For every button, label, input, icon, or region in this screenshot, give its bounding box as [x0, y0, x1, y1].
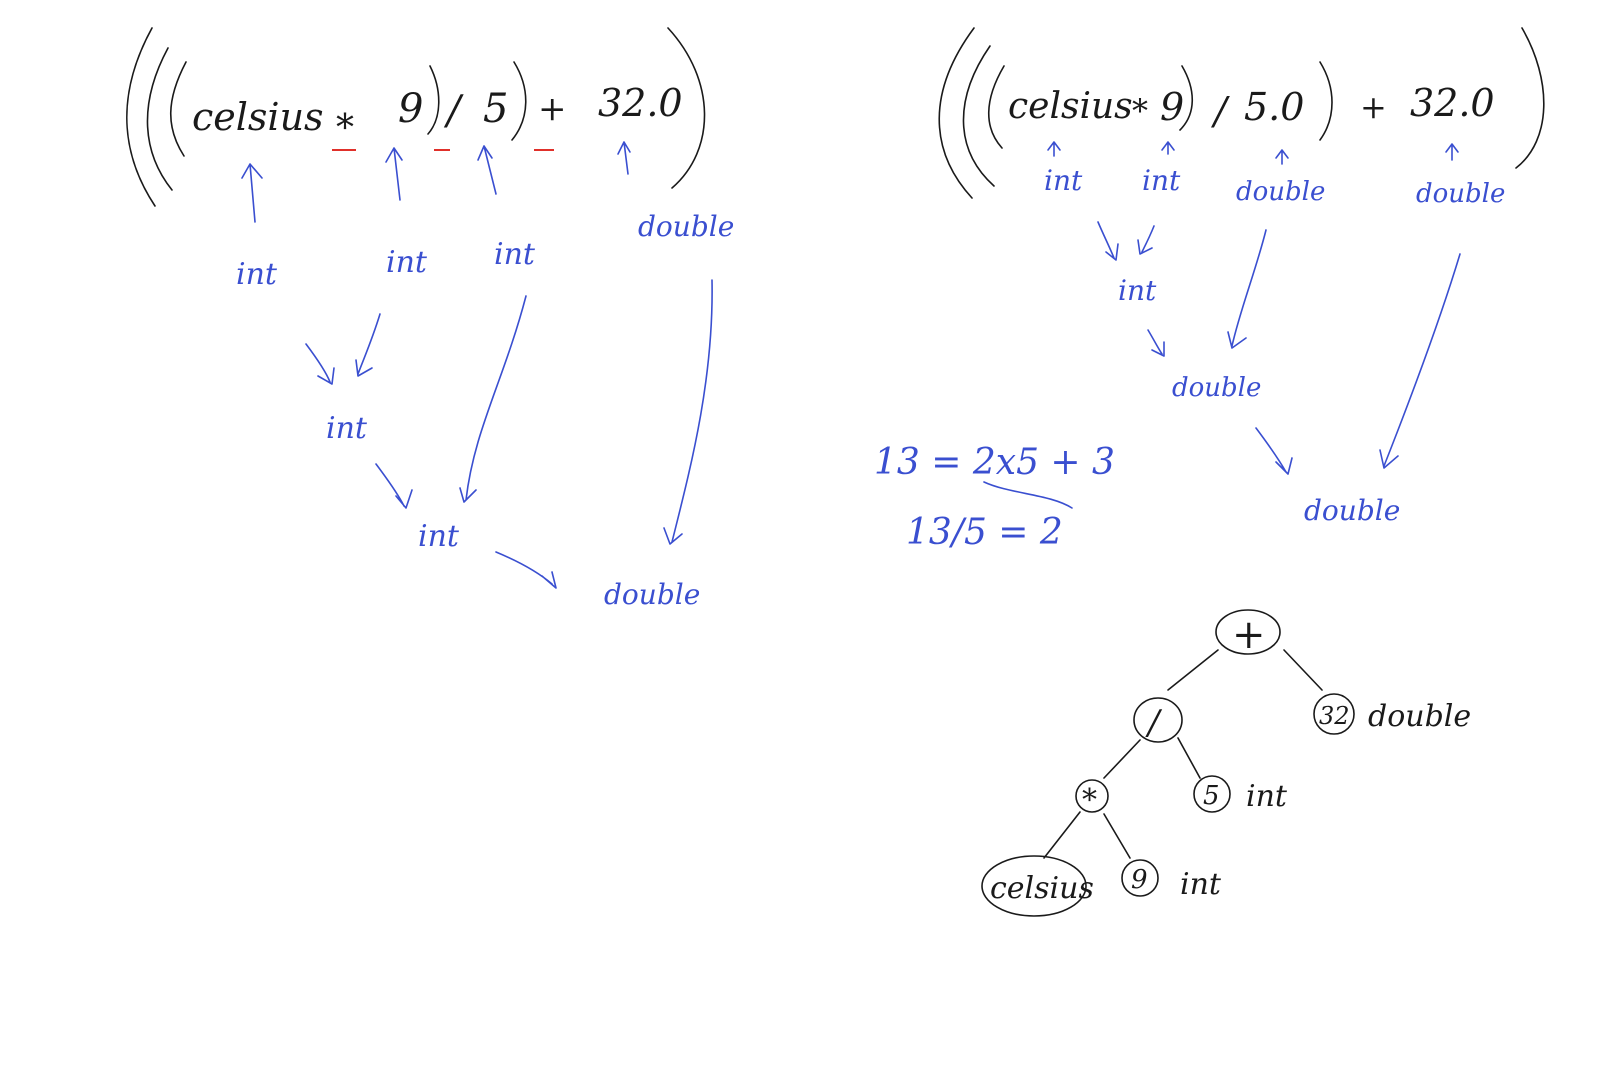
- right-flow-five-to-quotient: [1227, 229, 1267, 349]
- right-type-celsius: int: [1044, 164, 1083, 197]
- left-type-nine: int: [386, 245, 428, 280]
- left-flow-celsius-to-product: [305, 343, 335, 385]
- tree-node-root: [1215, 609, 1281, 655]
- left-five-token: 5: [483, 86, 508, 132]
- tree-32-type: double: [1368, 699, 1471, 734]
- right-arrow-32: [1445, 143, 1459, 161]
- tree-9-label: 9: [1131, 865, 1148, 895]
- right-flow-32-to-result: [1379, 253, 1461, 469]
- left-type-labels: int int int double int int double: [236, 210, 734, 611]
- tree-node-times: [1075, 779, 1109, 813]
- expression-tree: + / 32 double * 5 int celsius 9 int: [981, 609, 1471, 917]
- left-arrow-celsius: [241, 163, 263, 223]
- tree-edge-root-32: [1283, 649, 1323, 691]
- tree-div-label: /: [1145, 703, 1163, 743]
- tree-node-32: [1313, 693, 1355, 735]
- left-flow-product-to-quotient: [375, 463, 413, 509]
- right-type-labels: int int double double int double double: [1044, 164, 1505, 527]
- right-flow-quotient-to-result: [1255, 427, 1293, 475]
- left-type-product: int: [326, 411, 368, 446]
- right-close-paren-1: [1179, 65, 1193, 131]
- right-times-token: *: [1132, 92, 1148, 130]
- right-flow-nine-to-product: [1137, 225, 1155, 255]
- right-nine-token: 9: [1160, 85, 1184, 129]
- right-paren-mid: [962, 45, 995, 187]
- right-plus-token: +: [1360, 88, 1387, 126]
- right-expression: celsius * 9 / 5.0 + 32.0: [938, 27, 1545, 199]
- left-div-token: /: [443, 88, 464, 134]
- division-note-line1: 13 = 2x5 + 3: [874, 442, 1115, 483]
- tree-5-label: 5: [1203, 781, 1220, 811]
- tree-edge-times-9: [1103, 813, 1131, 859]
- tree-node-9: [1121, 859, 1159, 897]
- left-close-paren-2: [511, 61, 527, 141]
- left-celsius-token: celsius: [192, 95, 324, 139]
- left-expression: celsius * 9 / 5 + 32.0: [126, 27, 706, 207]
- left-flow-arrows: [305, 279, 713, 589]
- left-flow-five-to-quotient: [459, 295, 527, 503]
- right-close-paren-2: [1319, 61, 1333, 141]
- right-type-quotient: double: [1172, 373, 1261, 403]
- right-flow-product-to-quotient: [1147, 329, 1165, 357]
- left-paren-mid: [146, 47, 173, 191]
- right-close-paren-3: [1515, 27, 1545, 169]
- tree-edge-div-times: [1103, 739, 1141, 779]
- left-type-five: int: [494, 237, 536, 272]
- right-celsius-token: celsius: [1008, 86, 1133, 127]
- tree-edge-root-div: [1167, 649, 1219, 691]
- tree-root-label: +: [1232, 612, 1266, 658]
- tree-celsius-label: celsius: [990, 871, 1094, 906]
- division-note-brace: [983, 481, 1073, 509]
- tree-node-5: [1193, 775, 1231, 813]
- tree-5-type: int: [1246, 779, 1288, 814]
- left-flow-32-to-result: [663, 279, 713, 545]
- right-type-32: double: [1416, 179, 1505, 209]
- left-type-result: double: [604, 578, 700, 611]
- left-close-paren-1: [427, 65, 440, 135]
- left-paren-outer: [126, 27, 156, 207]
- right-up-arrows: [1047, 141, 1459, 165]
- left-type-celsius: int: [236, 257, 278, 292]
- left-type-32: double: [638, 210, 734, 243]
- tree-9-type: int: [1180, 867, 1222, 902]
- right-arrow-celsius: [1047, 141, 1061, 157]
- tree-edge-div-5: [1177, 737, 1201, 779]
- division-note-line2: 13/5 = 2: [906, 512, 1063, 553]
- tree-times-label: *: [1082, 783, 1097, 818]
- right-32-token: 32.0: [1410, 81, 1495, 125]
- right-arrow-nine: [1161, 141, 1175, 155]
- left-arrow-nine: [385, 147, 403, 201]
- tree-node-div: [1133, 697, 1183, 743]
- right-type-product: int: [1118, 274, 1157, 307]
- left-type-quotient: int: [418, 519, 460, 554]
- tree-node-celsius: [981, 855, 1087, 917]
- left-flow-nine-to-product: [355, 313, 381, 377]
- right-flow-celsius-to-product: [1097, 221, 1119, 261]
- left-close-paren-3: [667, 27, 706, 189]
- right-five-token: 5.0: [1244, 85, 1304, 129]
- tree-32-label: 32: [1319, 702, 1350, 730]
- left-plus-token: +: [538, 89, 567, 129]
- left-up-arrows: [241, 141, 631, 223]
- right-type-result: double: [1304, 494, 1400, 527]
- right-paren-inner: [987, 65, 1005, 149]
- left-nine-token: 9: [398, 86, 423, 132]
- right-flow-arrows: [1097, 221, 1461, 475]
- left-arrow-five: [477, 145, 497, 195]
- left-32-token: 32.0: [598, 81, 683, 125]
- right-arrow-five: [1275, 149, 1289, 165]
- right-type-five: double: [1236, 177, 1325, 207]
- tree-edge-times-celsius: [1043, 811, 1081, 859]
- left-arrow-32: [617, 141, 631, 175]
- left-flow-quotient-to-result: [495, 551, 557, 589]
- right-paren-outer: [938, 27, 975, 199]
- division-note: 13 = 2x5 + 3 13/5 = 2: [874, 442, 1115, 553]
- left-times-token: *: [336, 108, 354, 149]
- right-type-nine: int: [1142, 164, 1181, 197]
- right-div-token: /: [1210, 89, 1230, 133]
- left-paren-inner: [169, 61, 187, 157]
